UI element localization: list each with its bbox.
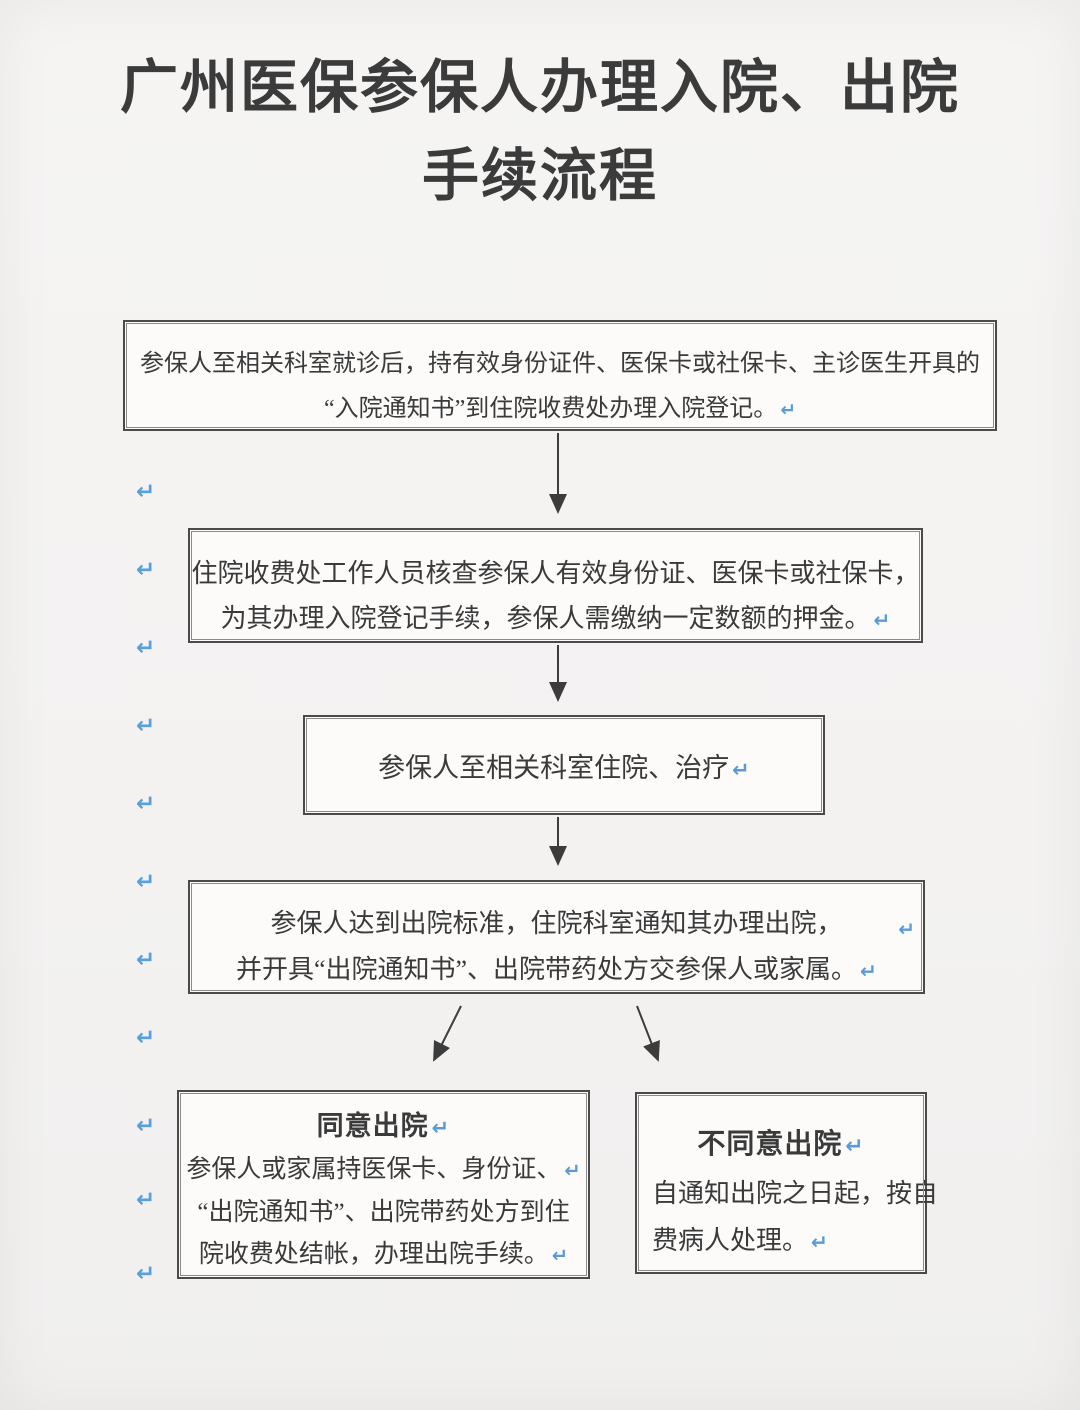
text-line: 自通知出院之日起，按自 — [652, 1179, 939, 1208]
line-break-icon: ↵ — [845, 1134, 865, 1159]
text-line: 参保人至相关科室就诊后，持有效身份证件、医保卡或社保卡、主诊医生开具的 — [140, 351, 980, 377]
margin-line-break-icon: ↵ — [136, 557, 156, 583]
page-title-line-2: 手续流程 — [422, 144, 658, 208]
margin-line-break-icon: ↵ — [136, 947, 156, 973]
margin-line-break-icon: ↵ — [136, 869, 156, 895]
margin-line-break-icon: ↵ — [136, 713, 156, 739]
text-line: “入院通知书”到住院收费处办理入院登记。↵ — [324, 396, 796, 422]
text-line: 为其办理入院登记手续，参保人需缴纳一定数额的押金。↵ — [220, 604, 891, 633]
line-break-icon: ↵ — [431, 1115, 451, 1140]
text-line: 费病人处理。↵ — [652, 1226, 828, 1255]
text-line: 参保人至相关科室住院、治疗↵ — [378, 752, 750, 783]
line-break-icon: ↵ — [898, 917, 915, 941]
branch-title: 不同意出院↵ — [697, 1128, 865, 1159]
margin-line-break-icon: ↵ — [136, 1261, 156, 1287]
margin-line-break-icon: ↵ — [136, 635, 156, 661]
text-line: 参保人或家属持医保卡、身份证、↵ — [186, 1156, 581, 1183]
margin-line-break-icon: ↵ — [136, 1113, 156, 1139]
text-line: 院收费处结帐，办理出院手续。↵ — [198, 1241, 569, 1268]
step-hospitalization-treatment: 参保人至相关科室住院、治疗↵ — [303, 715, 825, 815]
line-break-icon: ↵ — [873, 608, 891, 632]
line-break-icon: ↵ — [551, 1244, 569, 1267]
arrow-box4-to-agree — [433, 1005, 462, 1062]
line-break-icon: ↵ — [811, 1230, 828, 1254]
step-admission-register: 参保人至相关科室就诊后，持有效身份证件、医保卡或社保卡、主诊医生开具的 “入院通… — [123, 320, 997, 431]
line-break-icon: ↵ — [732, 756, 750, 782]
margin-line-break-icon: ↵ — [136, 791, 156, 817]
branch-agree-discharge: 同意出院↵ 参保人或家属持医保卡、身份证、↵ “出院通知书”、出院带药处方到住 … — [177, 1090, 590, 1279]
margin-line-break-icon: ↵ — [136, 1187, 156, 1213]
text-line: 并开具“出院通知书”、出院带药处方交参保人或家属。↵ — [235, 955, 878, 984]
page-title-line-1: 广州医保参保人办理入院、出院 — [119, 55, 960, 120]
margin-line-break-icon: ↵ — [136, 479, 156, 505]
step-discharge-notice: 参保人达到出院标准，住院科室通知其办理出院， 并开具“出院通知书”、出院带药处方… — [188, 880, 925, 994]
branch-title: 同意出院↵ — [316, 1111, 451, 1141]
arrow-box4-to-disagree — [636, 1005, 660, 1062]
line-break-icon: ↵ — [564, 1159, 581, 1182]
line-break-icon: ↵ — [780, 400, 796, 421]
step-verify-deposit: 住院收费处工作人员核查参保人有效身份证、医保卡或社保卡， 为其办理入院登记手续，… — [188, 528, 923, 643]
margin-line-break-icon: ↵ — [136, 1025, 156, 1051]
text-line: 住院收费处工作人员核查参保人有效身份证、医保卡或社保卡， — [191, 559, 920, 588]
text-line: “出院通知书”、出院带药处方到住 — [197, 1199, 570, 1226]
line-break-icon: ↵ — [860, 959, 878, 983]
text-line: 参保人达到出院标准，住院科室通知其办理出院， — [270, 909, 843, 938]
branch-disagree-discharge: 不同意出院↵ 自通知出院之日起，按自 费病人处理。↵ — [635, 1092, 939, 1274]
